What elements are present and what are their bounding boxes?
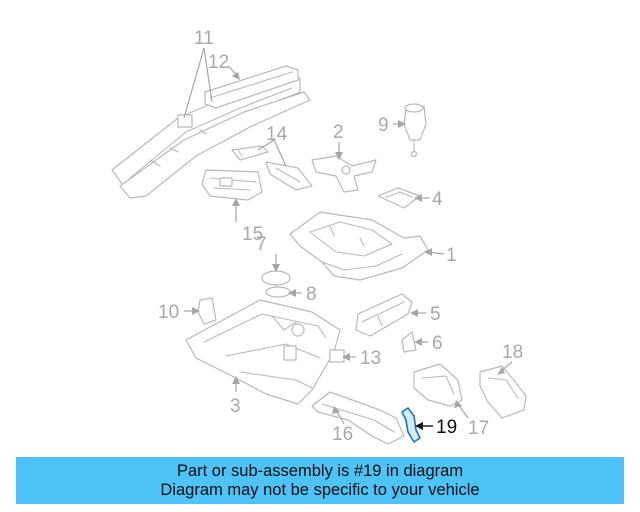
part-2-bracket bbox=[311, 155, 377, 193]
part-18-panel bbox=[479, 365, 527, 419]
leader-lines bbox=[183, 47, 513, 430]
callout-13: 13 bbox=[360, 348, 381, 369]
callout-19-highlighted: 19 bbox=[436, 417, 457, 438]
parts-exploded-diagram: 11 12 14 15 2 9 4 1 7 8 10 3 13 5 6 16 1… bbox=[111, 28, 527, 445]
callout-8: 8 bbox=[306, 284, 317, 305]
callout-7: 7 bbox=[256, 234, 267, 255]
banner-line-part-number: Part or sub-assembly is #19 in diagram bbox=[176, 461, 464, 480]
callout-15: 15 bbox=[242, 224, 263, 245]
callout-10: 10 bbox=[158, 302, 179, 323]
part-10-bracket bbox=[197, 297, 217, 325]
callout-5: 5 bbox=[430, 304, 441, 325]
callout-11: 11 bbox=[194, 28, 214, 49]
part-15-crossmember bbox=[201, 169, 263, 201]
part-19-bracket-highlighted bbox=[401, 407, 421, 443]
info-banner: Part or sub-assembly is #19 in diagram D… bbox=[16, 457, 624, 504]
part-3-front-floor-pan bbox=[185, 299, 341, 405]
part-4-plate bbox=[377, 187, 421, 209]
part-7-plug bbox=[261, 270, 291, 286]
callout-1: 1 bbox=[446, 245, 457, 266]
callout-6: 6 bbox=[432, 333, 443, 354]
callout-labels: 11 12 14 15 2 9 4 1 7 8 10 3 13 5 6 16 1… bbox=[158, 28, 523, 445]
callout-12: 12 bbox=[208, 52, 229, 73]
part-1-rear-floor-pan bbox=[289, 211, 429, 281]
callout-4: 4 bbox=[432, 189, 443, 210]
part-16-side-rail bbox=[311, 391, 405, 445]
banner-line-disclaimer: Diagram may not be specific to your vehi… bbox=[160, 480, 480, 499]
part-12-rail-reinforcement bbox=[204, 65, 299, 109]
callout-2: 2 bbox=[333, 122, 344, 143]
callout-9: 9 bbox=[378, 115, 389, 136]
part-9-jack bbox=[403, 103, 427, 158]
callout-16: 16 bbox=[332, 424, 353, 445]
part-13-bracket bbox=[329, 349, 345, 363]
part-8-grommet bbox=[265, 286, 291, 298]
part-17-bracket bbox=[413, 363, 463, 407]
callout-18: 18 bbox=[502, 342, 523, 363]
part-5-crossmember bbox=[355, 293, 413, 337]
callout-3: 3 bbox=[230, 396, 241, 417]
part-6-bracket bbox=[401, 331, 417, 353]
callout-17: 17 bbox=[468, 418, 489, 439]
callout-14: 14 bbox=[266, 124, 288, 145]
